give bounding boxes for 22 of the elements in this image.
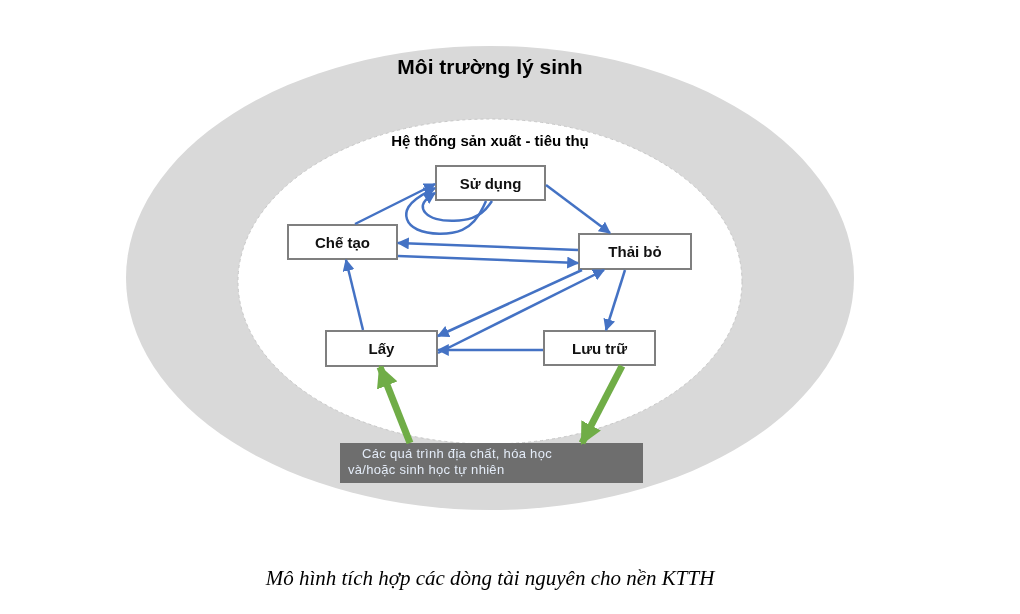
process-box: Lưu trữ [543,330,656,366]
process-box: Chế tạo [287,224,398,260]
heading: Hệ thống sản xuất - tiêu thụ [391,132,589,149]
heading: Môi trường lý sinh [397,55,583,79]
arrow [436,344,543,356]
arrow [397,254,580,269]
process-note-box: Các quá trình địa chất, hóa học và/hoặc sinh học tự nhiên [340,443,643,483]
arrow [437,268,606,355]
arrow [354,182,437,226]
process-box: Sử dụng [435,165,546,201]
arrow [578,364,626,445]
arrow [545,184,611,234]
arrow [342,258,365,331]
process-box: Thải bỏ [578,233,692,270]
caption: Mô hình tích hợp các dòng tài nguyên cho nền KTTH [265,566,715,591]
arrow [405,186,488,235]
arrow [436,268,583,338]
arrow [603,269,627,332]
arrow [396,237,579,252]
arrow [421,191,494,222]
process-box: Lấy [325,330,438,367]
arrow [376,364,414,445]
